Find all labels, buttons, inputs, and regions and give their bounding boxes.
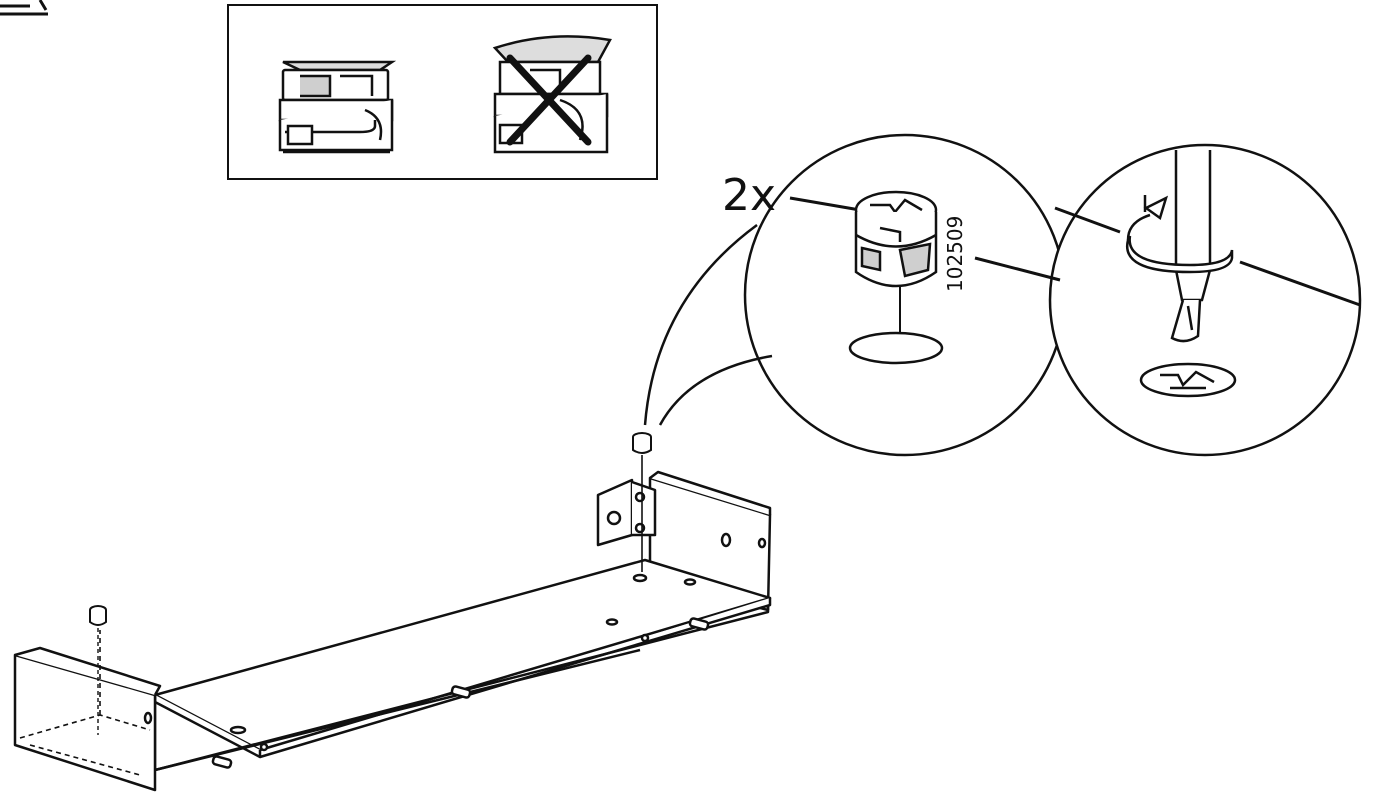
cam-lock-fitting-icon [854,190,938,358]
hidden-edge-lines [19,630,151,776]
orientation-inset [227,4,658,180]
screwdriver-icon [1170,150,1212,343]
base-panel-assembly [13,470,772,792]
callout-tail [643,223,773,426]
rotate-clockwise-arrow-icon [1125,195,1234,274]
guide-line [789,196,1361,307]
cam-correct-orientation [278,60,397,154]
corner-fragment [0,0,48,16]
incorrect-cross-mark [506,54,592,146]
quantity-label: 2x [722,170,776,221]
detail-bubble-rotate [1048,143,1362,457]
cam-hole-icon [848,331,944,365]
cam-on-board-right-icon [632,432,652,572]
cam-on-board-left-icon [89,605,107,735]
detail-bubble-insert [643,133,1067,457]
rotated-cam-top-icon [1139,362,1237,398]
cam-incorrect-orientation [492,35,612,154]
part-number-label: 102509 [943,216,967,292]
